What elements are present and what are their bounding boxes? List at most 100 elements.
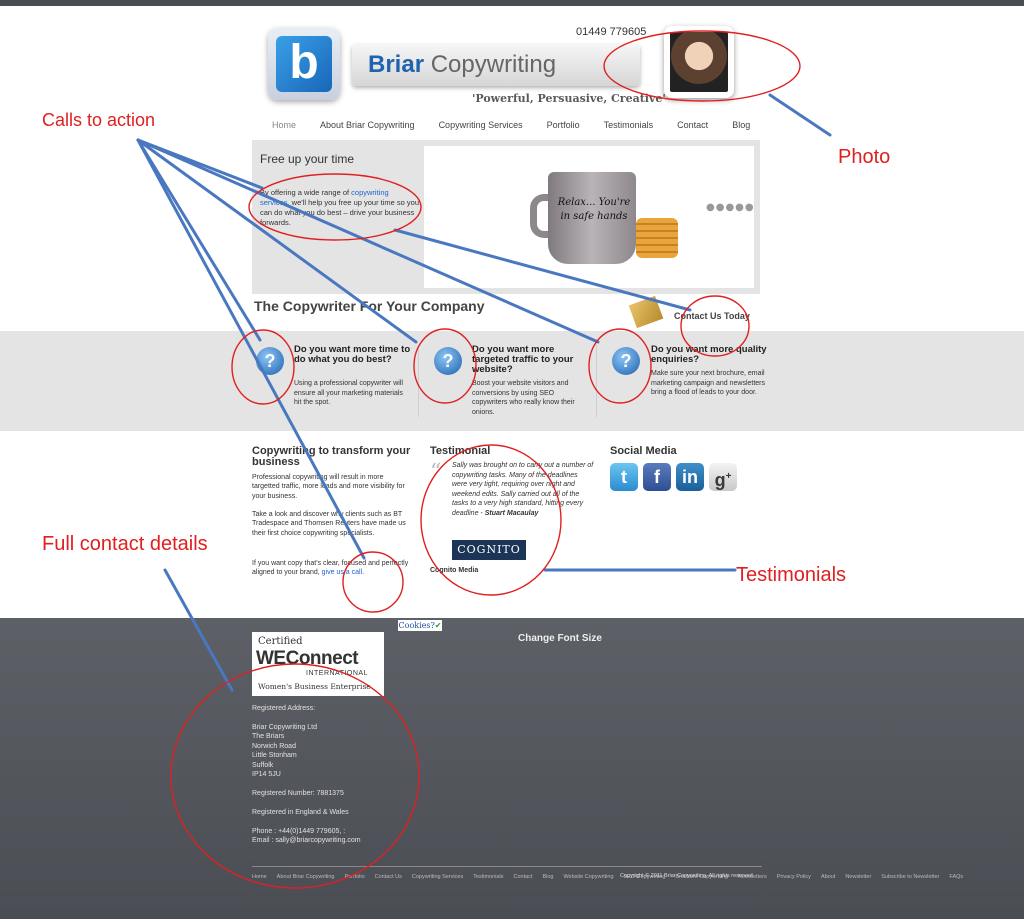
pointer-line	[136, 138, 262, 342]
google-plus-icon[interactable]: g+	[709, 463, 737, 491]
logo[interactable]: b	[268, 28, 340, 100]
nav-testimonials[interactable]: Testimonials	[603, 120, 654, 130]
badge-international: INTERNATIONAL	[306, 670, 368, 677]
mug-handle	[530, 194, 556, 238]
transform-p3-after: .	[362, 569, 365, 577]
address-line: The Briars	[252, 733, 285, 740]
badge-wbe: Women's Business Enterprise	[258, 682, 371, 691]
nav-blog[interactable]: Blog	[732, 120, 751, 130]
cookies-tab[interactable]: Cookies?✔	[398, 620, 442, 631]
footer-link[interactable]: Website Copywriting	[563, 874, 614, 880]
testimonial-company: Cognito Media	[430, 567, 479, 574]
brand-name[interactable]: Briar Copywriting	[368, 51, 556, 79]
twitter-icon[interactable]: t	[610, 463, 638, 491]
footer-link[interactable]: Contact	[513, 874, 533, 880]
copyright: Copyright © 2011 Briar Copywriting. All …	[620, 873, 753, 879]
feature-title-time[interactable]: Do you want more time to do what you do …	[294, 344, 411, 365]
pointer-line	[136, 138, 600, 344]
profile-photo	[664, 26, 734, 98]
footer-link[interactable]: Blog	[542, 874, 554, 880]
nav-contact[interactable]: Contact	[677, 120, 709, 130]
question-icon: ?	[434, 347, 462, 375]
nav-services[interactable]: Copywriting Services	[438, 120, 523, 130]
cookies-label: Cookies?	[398, 621, 435, 630]
callout-ellipse	[420, 444, 562, 596]
brand-name-bold: Briar	[368, 51, 425, 78]
mug-text: Relax... You're in safe hands	[557, 197, 631, 222]
footer-divider	[252, 866, 762, 867]
footer-link[interactable]: About	[820, 874, 836, 880]
nav-portfolio[interactable]: Portfolio	[546, 120, 580, 130]
callout-ellipse	[342, 551, 404, 613]
social-title: Social Media	[610, 445, 677, 457]
testimonial-quote: Sally was brought on to carry out a numb…	[452, 461, 594, 519]
badge-certified: Certified	[258, 636, 303, 647]
give-us-a-call-link[interactable]: give us a call	[321, 569, 363, 577]
footer-link[interactable]: Contact Us	[374, 874, 402, 880]
cognito-logo: COGNITO	[452, 540, 526, 560]
footer-link[interactable]: About Briar Copywriting	[276, 874, 335, 880]
transform-p1: Professional copywriting will result in …	[252, 474, 405, 500]
footer-link[interactable]: SEO Copywriting	[623, 874, 666, 880]
feature-title-enquiries[interactable]: Do you want more quality enquiries?	[651, 344, 767, 365]
testimonial-author: Stuart Macaulay	[484, 509, 539, 517]
pointer-line	[393, 228, 692, 312]
change-font-size[interactable]: Change Font Size	[518, 633, 602, 644]
footer-link[interactable]: Subscribe to Newsletter	[881, 874, 940, 880]
feature-divider	[418, 345, 419, 417]
footer-email[interactable]: Email : sally@briarcopywriting.com	[252, 837, 361, 844]
portrait-image	[670, 32, 728, 92]
callout-ellipse	[680, 295, 750, 357]
address-line: IP14 5JU	[252, 771, 281, 778]
footer-link[interactable]: Copywriting Services	[411, 874, 464, 880]
address-line: Suffolk	[252, 762, 274, 769]
footer-link[interactable]: Newsletters	[737, 874, 767, 880]
feature-text-enquiries: Make sure your next brochure, email mark…	[651, 370, 766, 396]
transform-p2: Take a look and discover why clients suc…	[252, 511, 406, 537]
annotation-calls-to-action: Calls to action	[42, 110, 156, 130]
linkedin-icon[interactable]: in	[676, 463, 704, 491]
contact-us-today-link[interactable]: Contact Us Today	[674, 311, 750, 321]
registered-country: Registered in England & Wales	[252, 809, 349, 816]
footer-link[interactable]: Newsletter	[845, 874, 872, 880]
main-nav: Home About Briar Copywriting Copywriting…	[272, 120, 752, 134]
footer-link[interactable]: Brochure Copywriting	[675, 874, 728, 880]
nav-home[interactable]: Home	[272, 120, 297, 130]
testimonial-text: Sally was brought on to carry out a numb…	[452, 462, 594, 517]
footer-phone: Phone : +44(0)1449 779605, :	[252, 828, 346, 835]
nav-about[interactable]: About Briar Copywriting	[320, 120, 415, 130]
footer-link[interactable]: Testimonials	[473, 874, 504, 880]
top-bar	[0, 0, 1024, 6]
transform-title: Copywriting to transform your business	[252, 445, 411, 468]
badge-weconnect: WEConnect	[256, 648, 359, 669]
callout-ellipse	[588, 328, 652, 404]
question-icon: ?	[612, 347, 640, 375]
testimonial-title: Testimonial	[430, 445, 491, 457]
footer-link[interactable]: Privacy Policy	[776, 874, 811, 880]
transform-p3-before: If you want copy that's clear, focused a…	[252, 560, 409, 577]
footer-link[interactable]: FAQs	[949, 874, 964, 880]
mug-image	[548, 172, 636, 264]
footer-link[interactable]: Portfolio	[344, 874, 365, 880]
address-line: Norwich Road	[252, 743, 296, 750]
header-phone: 01449 779605	[576, 26, 647, 38]
footer-link[interactable]: Home	[252, 874, 267, 880]
callout-ellipse	[248, 173, 422, 241]
annotation-photo: Photo	[838, 146, 891, 168]
slider-text: By offering a wide range of copywriting …	[260, 188, 420, 228]
copywriting-services-link[interactable]: copywriting services	[260, 188, 389, 207]
slider-dots[interactable]: ●●●●●	[706, 202, 755, 213]
address-line: Briar Copywriting Ltd	[252, 724, 317, 731]
facebook-icon[interactable]: f	[643, 463, 671, 491]
callout-ellipse	[170, 663, 420, 889]
question-icon: ?	[256, 347, 284, 375]
header-tagline: 'Powerful, Persuasive, Creative'	[472, 92, 666, 105]
quote-icon: “	[430, 460, 442, 485]
weconnect-badge[interactable]: Certified WEConnect INTERNATIONAL Women'…	[252, 632, 384, 696]
feature-title-traffic[interactable]: Do you want more targeted traffic to you…	[472, 344, 574, 375]
callout-ellipse	[603, 30, 801, 102]
registered-address-label: Registered Address:	[252, 705, 316, 712]
annotation-full-contact: Full contact details	[42, 533, 208, 555]
transform-p3: If you want copy that's clear, focused a…	[252, 559, 412, 578]
feature-text-traffic: Boost your website visitors and conversi…	[472, 380, 575, 416]
